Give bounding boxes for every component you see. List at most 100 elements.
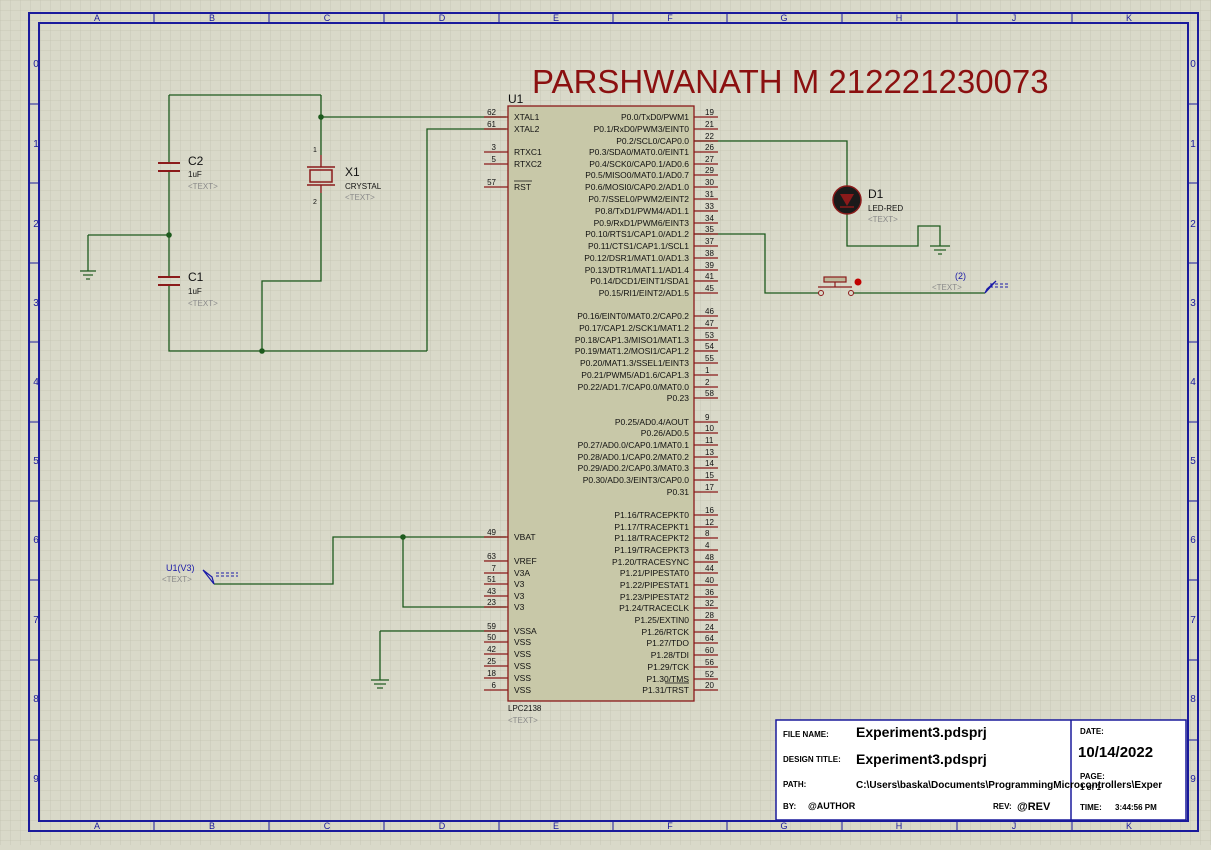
u1-pin-number: 6 (492, 681, 497, 690)
time-value: 3:44:56 PM (1115, 803, 1157, 812)
u1-pin-number: 62 (487, 108, 496, 117)
u1-pin-label: P1.29/TCK (647, 662, 689, 672)
u1-text: <TEXT> (508, 716, 538, 725)
voltage-probe-u1-v3[interactable]: U1(V3) <TEXT> (162, 563, 238, 585)
rev-value: @REV (1017, 801, 1051, 813)
u1-pin-label: P1.17/TRACEPKT1 (614, 522, 689, 532)
u1-pin-label: VBAT (514, 532, 536, 542)
grid-row-label: 9 (1190, 774, 1196, 785)
grid-row-label: 0 (33, 59, 39, 70)
u1-pin-label: P1.20/TRACESYNC (612, 557, 689, 567)
d1-text: <TEXT> (868, 215, 898, 224)
grid-row-label: 1 (1190, 139, 1196, 150)
c2-value: 1uF (188, 170, 202, 179)
u1-pin-number: 43 (487, 587, 496, 596)
grid-row-label: 4 (33, 377, 39, 388)
u1-pin-label: VSS (514, 661, 531, 671)
u1-pin-label: P1.25/EXTIN0 (635, 615, 690, 625)
u1-pin-number: 63 (487, 552, 496, 561)
ground-symbol (930, 245, 950, 255)
u1-pin-number: 25 (487, 657, 496, 666)
rev-label: REV: (993, 802, 1012, 811)
grid-col-label: G (780, 13, 787, 23)
grid-col-label: E (553, 13, 559, 23)
grid-col-label: D (439, 13, 446, 23)
u1-pin-label: P1.16/TRACEPKT0 (614, 510, 689, 520)
u1-pin-number: 35 (705, 225, 714, 234)
u1-pin-label: P1.23/PIPESTAT2 (620, 592, 689, 602)
u1-pin-number: 33 (705, 202, 714, 211)
u1-pin-label: P0.28/AD0.1/CAP0.2/MAT0.2 (578, 452, 690, 462)
crystal-x1[interactable]: 1 2 X1 CRYSTAL <TEXT> (307, 147, 382, 206)
led-d1[interactable]: D1 LED-RED <TEXT> (832, 185, 903, 224)
file-name-label: FILE NAME: (783, 730, 829, 739)
u1-pin-label: V3 (514, 579, 525, 589)
u1-pin-label: P0.9/RxD1/PWM6/EINT3 (594, 218, 690, 228)
u1-pin-number: 21 (705, 120, 714, 129)
design-title-value: Experiment3.pdsprj (856, 751, 987, 767)
path-label: PATH: (783, 780, 806, 789)
u1-pin-number: 5 (492, 155, 497, 164)
junctions (166, 114, 406, 540)
voltage-probe-2[interactable]: (2) <TEXT> (932, 271, 1010, 294)
x1-ref: X1 (345, 165, 360, 179)
u1-pin-label: P0.27/AD0.0/CAP0.1/MAT0.1 (578, 440, 690, 450)
u1-pin-number: 3 (492, 143, 497, 152)
u1-pin-label: P0.29/AD0.2/CAP0.3/MAT0.3 (578, 463, 690, 473)
page-label: PAGE: (1080, 772, 1105, 781)
u1-pin-number: 16 (705, 506, 714, 515)
u1-pin-number: 48 (705, 553, 714, 562)
capacitor-c1[interactable]: C1 1uF <TEXT> (158, 270, 218, 308)
u1-pin-label: P0.13/DTR1/MAT1.1/AD1.4 (585, 265, 690, 275)
u1-pin-number: 41 (705, 272, 714, 281)
x1-value: CRYSTAL (345, 182, 382, 191)
u1-pin-label: P0.19/MAT1.2/MOSI1/CAP1.2 (575, 346, 689, 356)
u1-pin-label: VSS (514, 685, 531, 695)
date-label: DATE: (1080, 727, 1104, 736)
u1-pin-number: 54 (705, 342, 714, 351)
grid-col-label: H (896, 821, 903, 831)
u1-pin-label: VSS (514, 637, 531, 647)
capacitor-c2[interactable]: C2 1uF <TEXT> (158, 154, 218, 191)
u1-pin-label: P0.30/AD0.3/EINT3/CAP0.0 (583, 475, 690, 485)
u1-pin-number: 22 (705, 132, 714, 141)
u1-pin-number: 60 (705, 646, 714, 655)
u1-pin-number: 15 (705, 471, 714, 480)
u1-pin-label: P1.27/TDO (646, 638, 689, 648)
u1-pin-label: P0.23 (667, 393, 689, 403)
u1-pin-label: P1.21/PIPESTAT0 (620, 568, 689, 578)
wires (87, 94, 985, 680)
u1-pin-label: P0.1/RxD0/PWM3/EINT0 (594, 124, 690, 134)
switch-state-indicator (854, 278, 862, 286)
ground-symbol (371, 679, 389, 689)
u1-pin-label: P0.0/TxD0/PWM1 (621, 112, 689, 122)
u1-pin-label: RTXC2 (514, 159, 542, 169)
u1-pin-label: P0.21/PWM5/AD1.6/CAP1.3 (581, 370, 689, 380)
u1-pin-number: 10 (705, 424, 714, 433)
time-label: TIME: (1080, 803, 1102, 812)
u1-pin-number: 40 (705, 576, 714, 585)
u1-pin-label: P1.24/TRACECLK (619, 603, 689, 613)
grid-col-label: B (209, 13, 215, 23)
path-value: C:\Users\baska\Documents\ProgrammingMicr… (856, 780, 1162, 791)
u1-pin-number: 20 (705, 681, 714, 690)
u1-pin-label: P0.2/SCL0/CAP0.0 (616, 136, 689, 146)
u1-pin-number: 11 (705, 436, 714, 445)
u1-pin-label: P0.6/MOSI0/CAP0.2/AD1.0 (585, 182, 689, 192)
grid-col-label: C (324, 821, 331, 831)
u1-pin-label: P0.11/CTS1/CAP1.1/SCL1 (588, 241, 689, 251)
u1-pin-number: 56 (705, 658, 714, 667)
u1-pin-number: 49 (487, 528, 496, 537)
grid-col-label: J (1012, 821, 1017, 831)
u1-pin-label: P1.22/PIPESTAT1 (620, 580, 689, 590)
grid-row-label: 0 (1190, 59, 1196, 70)
u1-pin-number: 13 (705, 448, 714, 457)
u1-pin-label: P0.10/RTS1/CAP1.0/AD1.2 (585, 229, 689, 239)
grid-row-label: 2 (33, 219, 39, 230)
grid-row-label: 1 (33, 139, 39, 150)
pushbutton-switch[interactable] (818, 276, 862, 296)
c1-value: 1uF (188, 287, 202, 296)
